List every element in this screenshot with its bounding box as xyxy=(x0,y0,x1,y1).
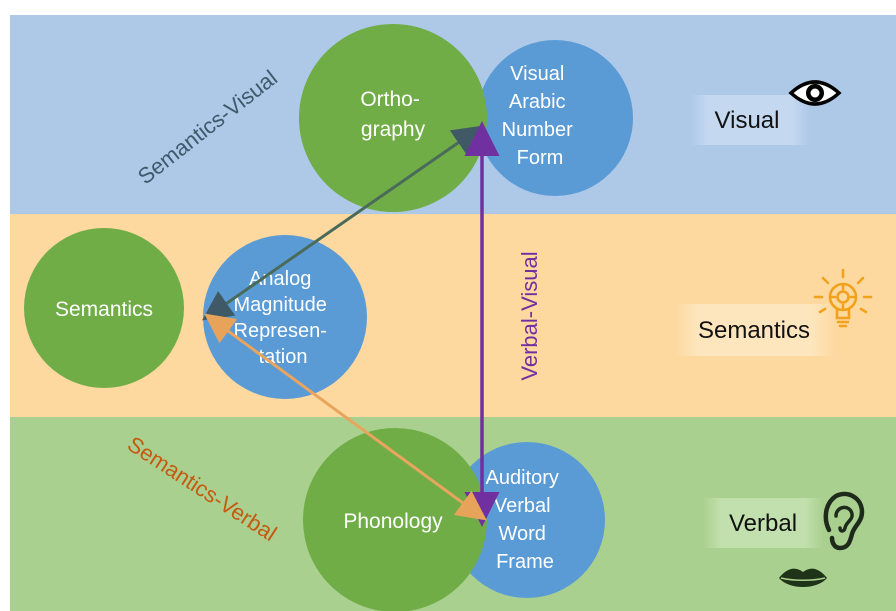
node-auditory-label: Auditory Verbal Word Frame xyxy=(486,467,565,573)
node-auditory-line: Verbal xyxy=(494,495,551,517)
node-auditory-line: Frame xyxy=(496,551,554,573)
node-analog-line: Analog xyxy=(249,268,311,290)
node-orthography-line: graphy xyxy=(361,118,426,141)
node-visual-arabic-line: Form xyxy=(517,147,564,169)
lips-icon xyxy=(779,568,827,587)
band-label-verbal: Verbal xyxy=(729,510,797,537)
ear-icon xyxy=(823,491,865,551)
node-visual-arabic-line: Number xyxy=(502,119,573,141)
node-analog-line: Represen- xyxy=(234,320,327,342)
arrow-semantics-verbal xyxy=(204,313,487,521)
connection-label-verbal-visual: Verbal-Visual xyxy=(517,251,542,380)
node-orthography-line: Ortho- xyxy=(360,88,420,111)
band-label-bg-verbal xyxy=(703,498,823,548)
node-visual-arabic-circle xyxy=(477,40,633,196)
node-analog-line: Magnitude xyxy=(234,294,327,316)
band-label-bg-visual xyxy=(690,95,810,145)
arrow-semantics-visual xyxy=(202,125,483,321)
band-label-semantics: Semantics xyxy=(698,317,810,344)
node-visual-arabic-line: Visual xyxy=(510,63,564,85)
band-label-bg-semantics xyxy=(675,304,835,356)
node-auditory-line: Auditory xyxy=(486,467,559,489)
eye-icon xyxy=(788,80,842,106)
band-label-visual: Visual xyxy=(715,107,780,134)
node-visual-arabic-label: Visual Arabic Number Form xyxy=(502,63,579,169)
node-semantics-line: Semantics xyxy=(55,298,153,321)
node-auditory-line: Word xyxy=(499,523,546,545)
node-phonology-line: Phonology xyxy=(343,510,443,533)
node-visual-arabic-line: Arabic xyxy=(509,91,566,113)
lightbulb-icon xyxy=(813,268,873,328)
node-semantics-circle xyxy=(24,228,184,388)
node-semantics-label: Semantics xyxy=(55,298,153,321)
node-phonology-label: Phonology xyxy=(343,510,443,533)
